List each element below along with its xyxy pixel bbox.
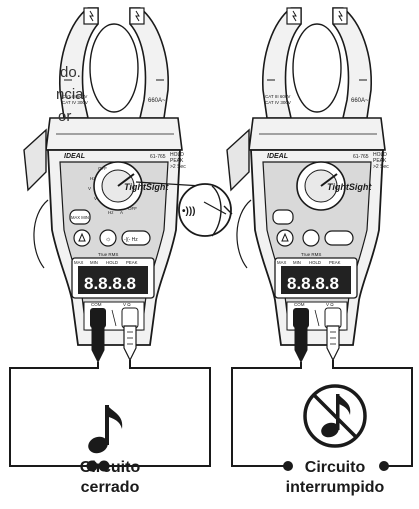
cat-rating-1: CAT III 600V — [265, 94, 290, 99]
continuity-symbol: •))) — [182, 206, 196, 217]
lcd-header-max: MAX — [277, 260, 286, 265]
no-sound-icon — [305, 386, 365, 446]
dial-label-v2: V — [94, 196, 97, 201]
jack-v-label: V Ω — [326, 302, 334, 307]
lcd-header-min: MIN — [90, 260, 98, 265]
lcd-header-min: MIN — [293, 260, 301, 265]
dial-label-hz: Hz — [90, 176, 96, 181]
dial-label-hz2: Hz — [108, 210, 114, 215]
dial-label-off: OFF — [98, 166, 107, 171]
jaw-rating: 660A~ — [148, 98, 166, 104]
cutoff-text-1: do. — [60, 62, 81, 84]
cap-hz-button-label: -|(- Hz — [124, 237, 138, 243]
maxmin-button-label: MAX MIN — [71, 215, 89, 220]
lcd-digits: 8.8.8.8 — [84, 274, 136, 293]
hold-text-3: >2 Sec — [373, 164, 389, 170]
tightsight-logo: TightSight — [327, 182, 372, 192]
cat-rating-2: CAT IV 300V — [265, 100, 291, 105]
jaw-rating: 660A~ — [351, 98, 369, 104]
backlight-button-label: ☼ — [105, 236, 111, 243]
hold-text-3: >2 Sec — [170, 164, 186, 170]
jack-com-label: COM — [91, 302, 102, 307]
trms-label: True RMS — [301, 252, 321, 257]
lcd-digits: 8.8.8.8 — [287, 274, 339, 293]
left-caption-line1: Circuito — [40, 458, 180, 478]
right-caption-line2: interrumpido — [262, 478, 408, 498]
dial-label-a: A — [120, 210, 123, 215]
brand-label: IDEAL — [267, 153, 288, 160]
lcd-header-peak: PEAK — [126, 260, 138, 265]
cutoff-text-3: or — [58, 106, 71, 128]
dial-label-v: V — [88, 186, 91, 191]
right-caption-line1: Circuito — [262, 458, 408, 478]
left-caption-line2: cerrado — [40, 478, 180, 498]
cutoff-text-2: ncia — [56, 84, 84, 106]
model-label: 61-765 — [150, 154, 166, 160]
brand-label: IDEAL — [64, 153, 85, 160]
left-caption: Circuito cerrado — [40, 458, 180, 498]
model-label: 61-765 — [353, 154, 369, 160]
lcd-header-peak: PEAK — [329, 260, 341, 265]
right-caption: Circuito interrumpido — [262, 458, 408, 498]
lcd-header-hold: HOLD — [309, 260, 321, 265]
dial-label-off2: OFF — [128, 206, 137, 211]
lcd-header-hold: HOLD — [106, 260, 118, 265]
jack-v-label: V Ω — [123, 302, 131, 307]
lcd-header-max: MAX — [74, 260, 83, 265]
jack-com-label: COM — [294, 302, 305, 307]
music-note-icon — [86, 405, 122, 456]
trms-label: True RMS — [98, 252, 118, 257]
